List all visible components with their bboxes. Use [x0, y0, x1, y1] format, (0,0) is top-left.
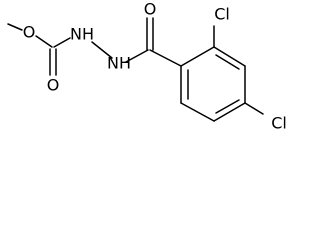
- ring-bond-c1-c2: [180, 46, 215, 67]
- ring-inner-c2-c3: [215, 54, 240, 70]
- chemical-structure: O O NH NH O Cl Cl: [7, 0, 287, 133]
- ring-inner-c4-c5: [215, 99, 240, 114]
- atom-methoxy-o: O: [23, 23, 36, 42]
- atom-cl-para: Cl: [271, 114, 287, 133]
- ring-bond-c5-c6: [180, 102, 215, 122]
- bonds: [7, 17, 264, 122]
- bond-methyl-o: [7, 23, 23, 31]
- bond-o-carbonyl: [35, 35, 53, 48]
- ring-bond-c4-c5: [213, 102, 246, 122]
- atom-cl-ortho: Cl: [214, 5, 230, 24]
- bond-n2-benzoyl: [125, 49, 149, 63]
- bond-benzoyl-ring: [149, 49, 182, 67]
- bond-n1-n2: [91, 41, 113, 59]
- bond-c4-cl: [244, 102, 264, 115]
- atom-hydrazine-n1: NH: [70, 25, 94, 44]
- ring-bond-c2-c3: [213, 46, 246, 67]
- atom-benzoyl-o: O: [144, 0, 157, 19]
- atom-hydrazine-n2: NH: [107, 54, 131, 73]
- bond-carbonyl-n1: [53, 37, 71, 48]
- atom-labels: O O NH NH O Cl Cl: [23, 0, 287, 133]
- atom-carbamate-o: O: [47, 76, 60, 95]
